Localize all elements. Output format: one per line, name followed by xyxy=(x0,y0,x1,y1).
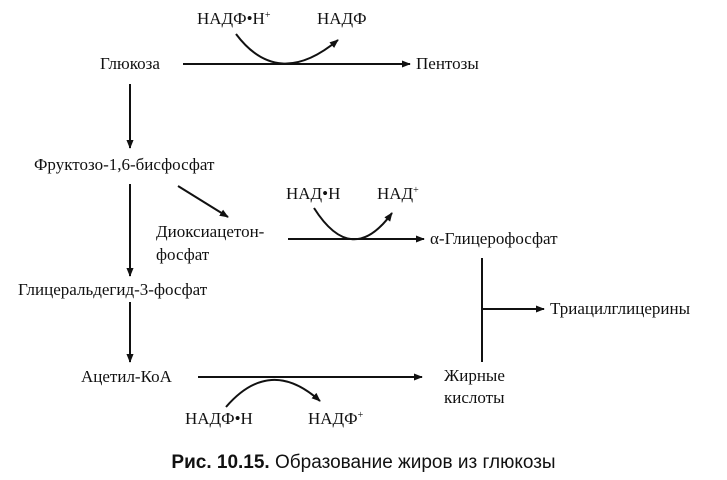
cofactor-bottom-nadph: НАДФ•Н xyxy=(185,409,253,428)
node-dhap-line2: фосфат xyxy=(156,245,210,264)
node-fructose-bisphosphate: Фруктозо-1,6-бисфосфат xyxy=(34,155,215,174)
node-fatty-acids-line2: кислоты xyxy=(444,388,505,407)
node-triacylglycerols: Триацилглицерины xyxy=(550,299,691,318)
cofactor-top-nadph-base: НАДФ•Н xyxy=(197,9,265,28)
figure-caption-label: Рис. 10.15. xyxy=(171,452,270,473)
cofactor-mid-nad: НАД+ xyxy=(377,184,419,204)
figure-caption-text: Образование жиров из глюкозы xyxy=(275,452,556,473)
arrow-fructose-to-dhap xyxy=(177,185,229,218)
curve-mid-cofactor xyxy=(313,207,393,241)
node-pentoses: Пентозы xyxy=(416,54,479,73)
node-acetyl-coa: Ацетил-КоА xyxy=(81,367,172,386)
curve-top-cofactor xyxy=(235,33,339,65)
node-glucose: Глюкоза xyxy=(100,54,160,73)
node-fatty-acids-line1: Жирные xyxy=(444,366,505,385)
cofactor-top-nadph-sup: + xyxy=(264,10,271,21)
curve-bottom-cofactor xyxy=(225,379,321,408)
figure-caption: Рис. 10.15. Образование жиров из глюкозы xyxy=(0,452,727,474)
cofactor-bottom-nadp: НАДФ+ xyxy=(308,409,363,429)
node-glycerophosphate: α-Глицерофосфат xyxy=(430,229,558,248)
cofactor-mid-nad-sup: + xyxy=(413,185,419,196)
node-g3p: Глицеральдегид-3-фосфат xyxy=(18,280,208,299)
cofactor-top-nadp: НАДФ xyxy=(317,9,367,28)
cofactor-bottom-nadp-base: НАДФ xyxy=(308,409,358,428)
cofactor-mid-nadh: НАД•Н xyxy=(286,184,341,203)
cofactor-mid-nad-base: НАД xyxy=(377,184,414,203)
cofactor-top-nadph: НАДФ•Н+ xyxy=(197,9,270,29)
cofactor-bottom-nadp-sup: + xyxy=(357,410,364,421)
node-dhap-line1: Диоксиацетон- xyxy=(156,222,265,241)
